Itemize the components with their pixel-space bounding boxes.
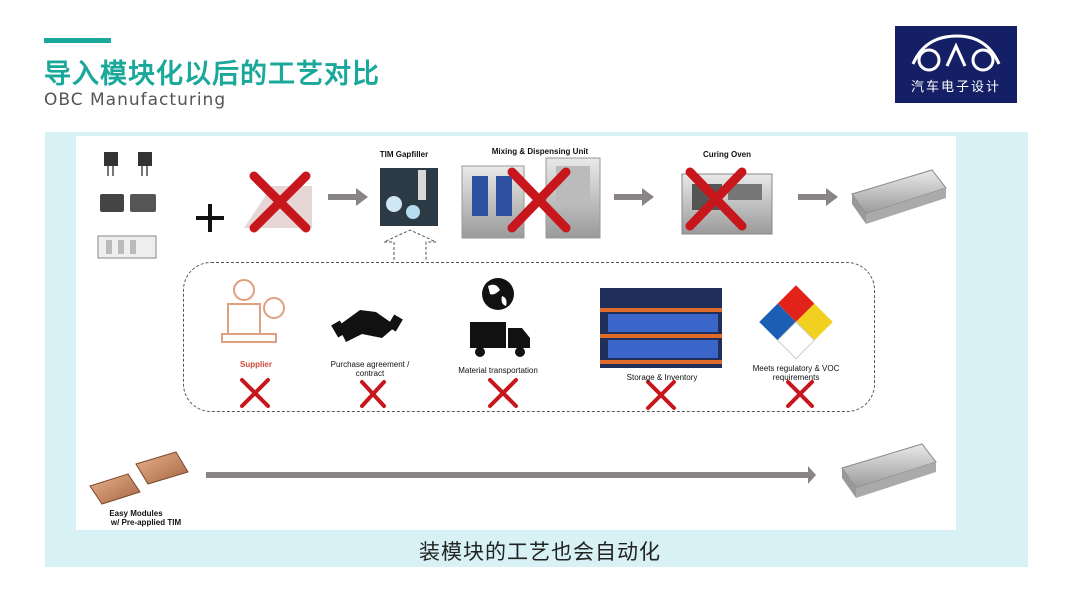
tim-gapfiller-label: TIM Gapfiller <box>379 150 429 159</box>
cross-icon <box>488 378 518 408</box>
bottom-caption: 装模块的工艺也会自动化 <box>419 540 661 564</box>
title-accent-bar <box>44 38 111 43</box>
logo-text: 汽车电子设计 <box>910 80 1001 95</box>
truck-icon <box>470 322 530 357</box>
cross-icon <box>240 378 270 408</box>
cross-icon <box>360 380 386 408</box>
obc-unit-image <box>851 169 947 224</box>
cross-icon <box>507 167 571 233</box>
supplier-icon <box>221 279 285 343</box>
transport-label: Material transportation <box>458 366 538 375</box>
obc-unit-image <box>841 443 937 498</box>
brand-logo: 汽车电子设计 <box>895 26 1017 103</box>
curing-oven-label: Curing Oven <box>702 150 751 159</box>
cross-icon <box>685 167 747 231</box>
power-components-icon <box>97 152 157 259</box>
regulatory-label: Meets regulatory & VOC requirements <box>752 364 840 382</box>
process-diagram <box>89 152 947 505</box>
storage-label: Storage & Inventory <box>626 373 698 382</box>
supply-chain-box <box>183 262 875 412</box>
easy-modules-label-1: Easy Modules <box>109 509 163 518</box>
easy-modules-image <box>89 451 189 505</box>
long-arrow-icon <box>206 466 816 484</box>
dashed-arrow-icon <box>383 229 437 260</box>
page-subtitle: OBC Manufacturing <box>44 90 227 110</box>
globe-icon <box>482 278 514 310</box>
page-title: 导入模块化以后的工艺对比 <box>44 59 380 90</box>
handshake-icon <box>331 310 403 342</box>
supplier-label: Supplier <box>239 360 272 369</box>
warehouse-image <box>600 288 722 368</box>
cross-icon <box>249 171 311 233</box>
easy-modules-label-2: w/ Pre-applied TIM <box>110 518 182 527</box>
mixing-unit-label: Mixing & Dispensing Unit <box>491 147 589 156</box>
plus-icon <box>196 204 224 232</box>
cross-icon <box>786 380 814 408</box>
purchase-label: Purchase agreement / contract <box>330 360 410 378</box>
cross-icon <box>646 380 676 410</box>
arrow-icon <box>328 188 838 206</box>
car-logo-icon <box>911 34 1001 72</box>
